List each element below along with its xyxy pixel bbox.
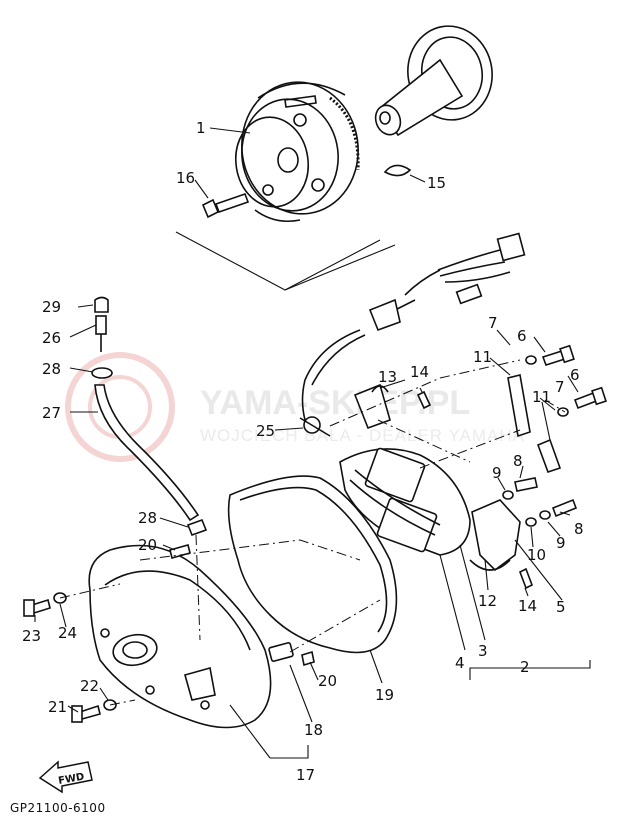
label-7a: 7 <box>488 314 498 332</box>
label-6b: 6 <box>570 366 580 384</box>
label-20a: 20 <box>138 536 157 554</box>
label-8a: 8 <box>513 452 523 470</box>
leader-bracket-top <box>175 231 381 291</box>
label-26: 26 <box>42 329 61 347</box>
label-13: 13 <box>378 368 397 386</box>
watermark-subtitle: WOJCIECH BAŁA - DEALER YAMAHA <box>200 426 525 445</box>
crankcase-cover <box>88 544 315 729</box>
label-17: 17 <box>296 766 315 784</box>
label-28b: 28 <box>138 509 157 527</box>
cover-bolts <box>23 544 191 723</box>
diagram-code: GP21100-6100 <box>10 801 106 815</box>
label-15: 15 <box>427 174 446 192</box>
label-14b: 14 <box>518 597 537 615</box>
label-25: 25 <box>256 422 275 440</box>
label-10: 10 <box>527 546 546 564</box>
label-8b: 8 <box>574 520 584 538</box>
label-11b: 11 <box>532 388 551 406</box>
label-7b: 7 <box>555 378 565 396</box>
gasket-19 <box>227 475 398 654</box>
label-28a: 28 <box>42 360 61 378</box>
label-22: 22 <box>80 677 99 695</box>
breather-parts <box>91 296 208 537</box>
rotor-flywheel <box>235 81 360 223</box>
label-9a: 9 <box>492 464 502 482</box>
label-18: 18 <box>304 721 323 739</box>
label-24: 24 <box>58 624 77 642</box>
leader-lines <box>34 127 591 759</box>
bolt-16 <box>201 192 250 219</box>
label-16: 16 <box>176 169 195 187</box>
label-12: 12 <box>478 592 497 610</box>
label-11a: 11 <box>473 348 492 366</box>
part-labels: 1 15 16 7 6 11 6 11 7 13 14 25 9 8 8 9 1… <box>22 119 584 784</box>
label-6a: 6 <box>517 327 527 345</box>
stator-assembly <box>339 447 471 556</box>
fwd-arrow-icon: FWD <box>38 760 93 794</box>
label-4: 4 <box>455 654 465 672</box>
label-3: 3 <box>478 642 488 660</box>
label-5: 5 <box>556 598 566 616</box>
pickup-coil <box>469 499 521 572</box>
wire-harness <box>299 232 526 437</box>
starter-hub <box>374 25 493 177</box>
label-9b: 9 <box>556 534 566 552</box>
label-2: 2 <box>520 658 530 676</box>
watermark-logo <box>65 352 175 462</box>
label-27: 27 <box>42 404 61 422</box>
label-19: 19 <box>375 686 394 704</box>
clamp-13 <box>353 383 391 430</box>
label-20b: 20 <box>318 672 337 690</box>
label-1: 1 <box>196 119 206 137</box>
fwd-label: FWD <box>57 772 85 787</box>
label-14a: 14 <box>410 363 429 381</box>
small-bolts <box>416 344 607 590</box>
label-23: 23 <box>22 627 41 645</box>
label-21: 21 <box>48 698 67 716</box>
label-29: 29 <box>42 298 61 316</box>
